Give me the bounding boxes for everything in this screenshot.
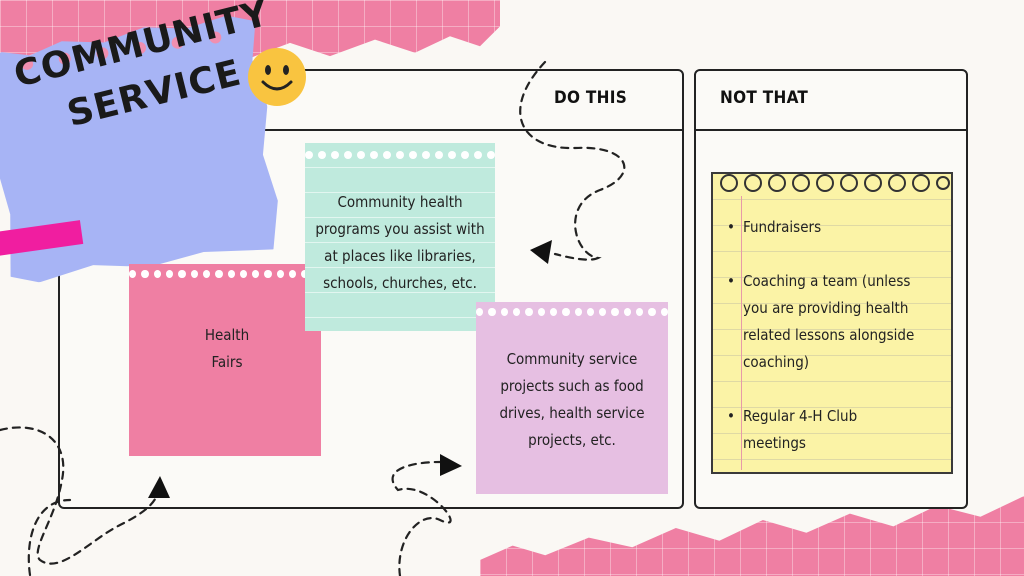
community-service-text: Community service projects such as food …	[499, 350, 645, 449]
not-that-label: NOT THAT	[720, 88, 809, 108]
list-item: Regular 4-H Club meetings	[713, 403, 923, 457]
health-fairs-text: Health Fairs	[204, 326, 250, 371]
not-that-list: Fundraisers Coaching a team (unless you …	[713, 214, 923, 484]
not-that-notepad: Fundraisers Coaching a team (unless you …	[711, 172, 953, 474]
list-item: Coaching a team (unless you are providin…	[713, 268, 923, 376]
notepad-rings-icon	[720, 174, 950, 192]
not-that-header: NOT THAT	[696, 71, 966, 131]
do-this-label: DO THIS	[554, 88, 628, 108]
list-item: Fundraisers	[713, 214, 923, 241]
community-health-text: Community health programs you assist wit…	[315, 193, 485, 292]
health-fairs-note: Health Fairs	[129, 264, 321, 456]
community-service-note: Community service projects such as food …	[476, 302, 668, 494]
dashed-swirl-left-2	[27, 498, 72, 576]
note-holes	[476, 308, 668, 316]
note-holes	[305, 151, 495, 159]
smiley-face-icon	[248, 48, 306, 106]
note-holes	[129, 270, 321, 278]
community-health-note: Community health programs you assist wit…	[305, 143, 495, 331]
